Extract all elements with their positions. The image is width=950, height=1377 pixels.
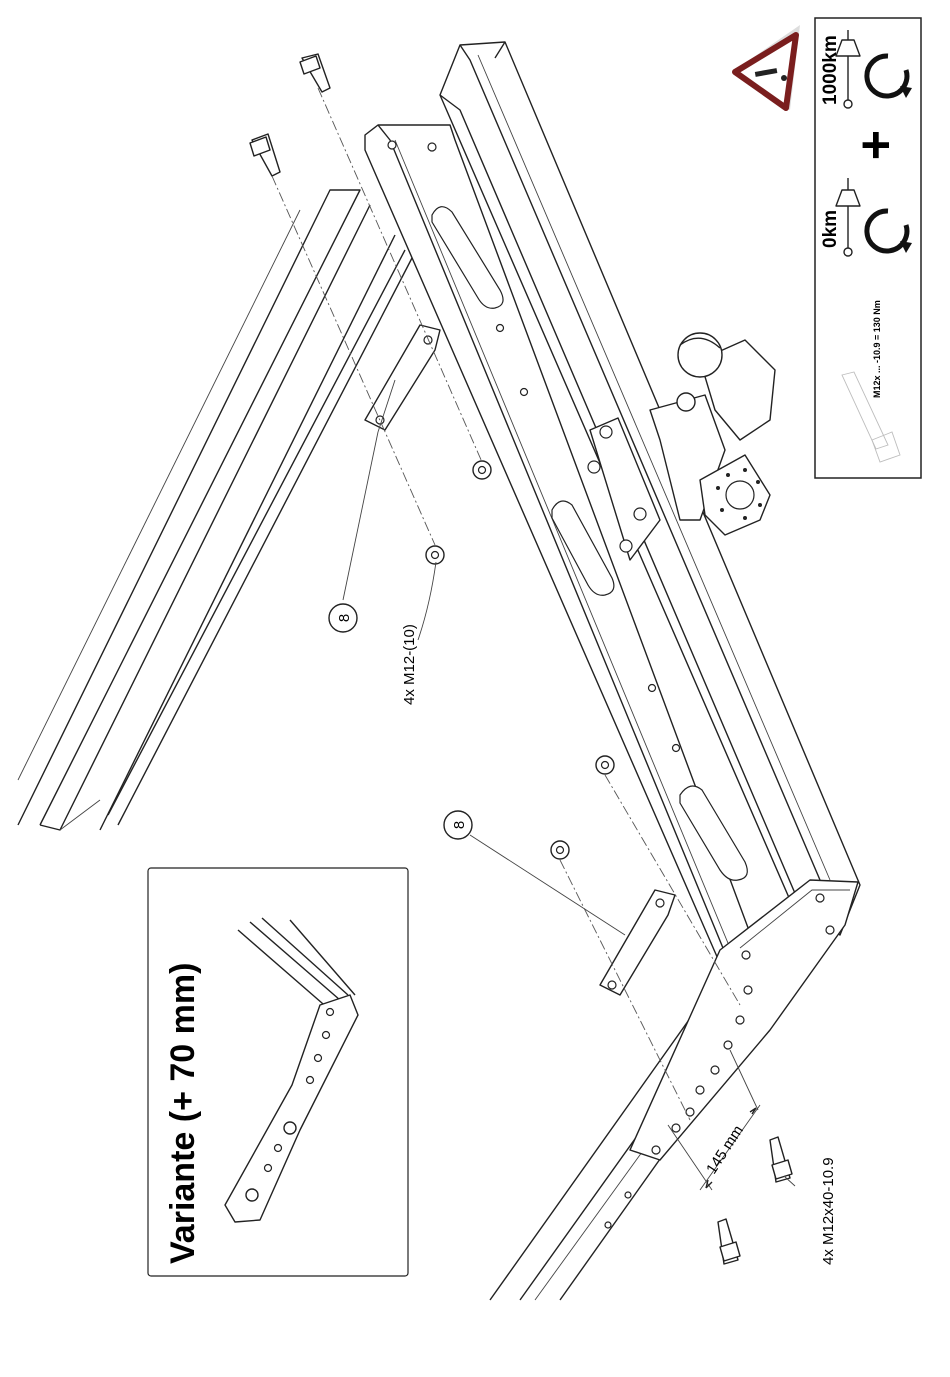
chassis-rail-outer bbox=[18, 190, 412, 830]
part-number-callout-bottom: 8 bbox=[444, 811, 472, 839]
variant-panel: Variante (+ 70 mm) bbox=[148, 868, 408, 1276]
bracket-part-8-bottom bbox=[600, 890, 675, 995]
warning-icon bbox=[735, 25, 800, 110]
bolt-top-2 bbox=[250, 134, 280, 176]
bolt-bottom-1 bbox=[770, 1137, 792, 1182]
retighten-label: 1000km bbox=[820, 35, 841, 105]
variant-title: Variante (+ 70 mm) bbox=[164, 963, 202, 1264]
part-number-text: 8 bbox=[336, 614, 353, 622]
bolt-quantity-label: 4x M12x40-10.9 bbox=[820, 1157, 837, 1265]
initial-torque-label: 0km bbox=[820, 210, 841, 248]
dimension-text: 145 mm bbox=[703, 1122, 747, 1177]
nut-top bbox=[426, 461, 491, 564]
plus-sign: + bbox=[847, 130, 905, 160]
part-number-callout-top: 8 bbox=[329, 604, 357, 632]
bolt-top-1 bbox=[300, 54, 330, 92]
nut-bottom bbox=[551, 756, 614, 859]
torque-spec-panel: 1000km 0km + M12x ... -10.9 = 130 Nm bbox=[815, 18, 921, 478]
nut-quantity-label: 4x M12-(10) bbox=[401, 624, 418, 705]
torque-spec-text: M12x ... -10.9 = 130 Nm bbox=[872, 300, 882, 398]
bolt-bottom-2 bbox=[718, 1219, 740, 1264]
part-number-text: 8 bbox=[451, 821, 468, 829]
main-cross-beam bbox=[365, 42, 860, 975]
